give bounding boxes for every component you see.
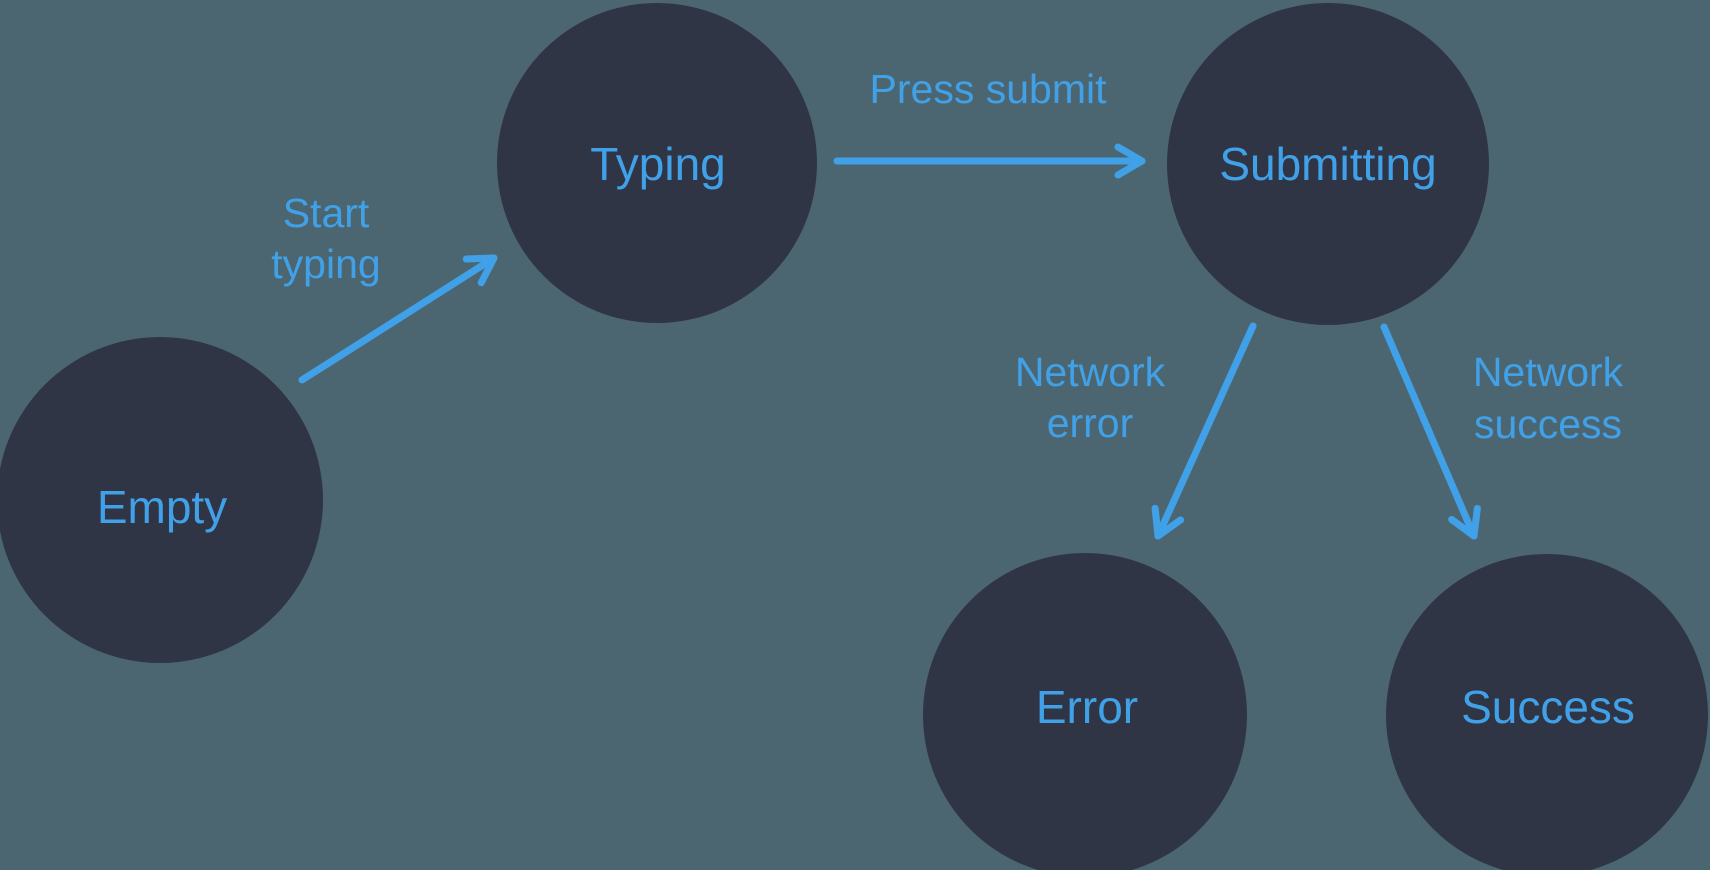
state-label-submitting: Submitting [1219, 138, 1436, 190]
state-label-typing: Typing [590, 138, 726, 190]
state-node-submitting: Submitting [1167, 3, 1489, 325]
state-circle-submitting [1167, 3, 1489, 325]
state-label-empty: Empty [97, 481, 227, 533]
edge-label-network-success-line1: Network [1473, 349, 1624, 395]
edge-network-success: Network success [1380, 323, 1624, 540]
edge-label-start-typing-line2: typing [271, 241, 380, 287]
edge-label-press-submit: Press submit [870, 66, 1108, 112]
edge-network-error: Network error [1015, 322, 1257, 540]
edge-press-submit: Press submit [833, 66, 1146, 179]
edge-arrow-network-error [1151, 322, 1257, 540]
edge-label-network-error-line2: error [1047, 400, 1134, 446]
edge-label-network-success-line2: success [1474, 401, 1622, 447]
state-circle-error [923, 553, 1247, 870]
state-node-error: Error [923, 553, 1247, 870]
state-circle-success [1386, 554, 1708, 870]
edge-label-start-typing-line1: Start [283, 190, 370, 236]
state-circle-typing [497, 3, 817, 323]
state-node-typing: Typing [497, 3, 817, 323]
edge-arrow-network-success [1380, 323, 1481, 540]
edge-arrow-start-typing [298, 254, 498, 384]
state-circle-empty [0, 337, 323, 663]
state-node-success: Success [1386, 554, 1708, 870]
state-label-error: Error [1036, 681, 1138, 733]
edge-label-network-error-line1: Network [1015, 349, 1166, 395]
state-node-empty: Empty [0, 337, 323, 663]
edge-start-typing: Start typing [271, 190, 498, 384]
state-label-success: Success [1461, 681, 1635, 733]
